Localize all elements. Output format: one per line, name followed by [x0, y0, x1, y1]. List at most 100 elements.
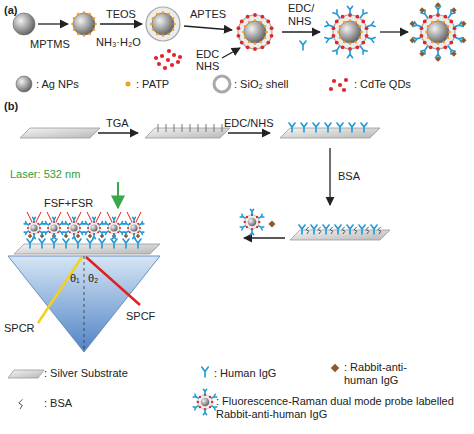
legend-text: : CdTe QDs	[354, 78, 411, 91]
patp-molecule	[349, 19, 352, 22]
bsa-molecule	[354, 227, 357, 234]
igg-antibody	[59, 230, 64, 234]
patp-molecule	[173, 23, 176, 26]
patp-molecule	[448, 31, 451, 34]
step-arrow	[100, 23, 142, 24]
igg-antibody	[99, 222, 104, 226]
patp-molecule	[427, 36, 430, 39]
patp-molecule	[94, 23, 97, 26]
cdte-qd	[429, 45, 433, 49]
patp-molecule	[83, 34, 86, 37]
bsa-molecule	[378, 227, 381, 234]
igg-antibody	[99, 230, 104, 234]
patp-molecule	[172, 28, 175, 31]
patp-molecule	[354, 21, 357, 24]
cdte-qd	[246, 45, 250, 49]
patp-molecule	[254, 42, 257, 45]
cdte-qd	[99, 227, 101, 229]
cdte-qd	[341, 15, 345, 19]
igg-antibody	[258, 224, 264, 229]
ag-nanoparticle	[16, 76, 32, 92]
silica-shell	[333, 15, 367, 49]
text-label: BSA	[338, 170, 360, 183]
text-label: EDC	[196, 48, 219, 61]
tga-layer	[158, 124, 159, 132]
cdte-qd	[178, 55, 182, 59]
igg-antibody	[104, 230, 109, 234]
igg-antibody	[111, 239, 117, 248]
silver-substrate	[280, 128, 380, 138]
cdte-qd	[160, 54, 164, 58]
rabbit-igg	[112, 234, 117, 239]
cdte-qd	[332, 79, 336, 83]
probe-shell	[48, 222, 60, 234]
patp-molecule	[167, 13, 170, 16]
igg-antibody	[73, 217, 76, 221]
silica-shell	[214, 76, 230, 92]
cdte-qd	[341, 45, 345, 49]
cdte-qd	[266, 41, 270, 45]
igg-antibody	[359, 45, 368, 54]
step-arrow	[184, 26, 232, 30]
igg-antibody	[325, 123, 331, 132]
text-label: APTES	[190, 8, 226, 21]
bsa-molecule	[306, 227, 309, 234]
patp-molecule	[425, 31, 428, 34]
patp-molecule	[88, 33, 91, 36]
rabbit-igg	[331, 364, 339, 372]
text-label: EDC/ NHS	[288, 2, 318, 28]
prism	[8, 256, 160, 352]
patp-molecule	[259, 21, 262, 24]
cdte-qd	[199, 396, 201, 398]
text-label: θ₂	[88, 272, 98, 285]
igg-antibody	[53, 217, 56, 221]
normal-line	[84, 256, 85, 350]
cdte-qd	[244, 221, 246, 223]
bsa-molecule	[366, 227, 369, 234]
igg-antibody	[325, 35, 334, 42]
step-arrow	[117, 182, 119, 208]
igg-antibody	[323, 225, 329, 234]
igg-antibody	[347, 50, 352, 58]
igg-antibody	[24, 222, 29, 226]
cdte-qd	[256, 226, 258, 228]
step-arrow	[228, 132, 270, 133]
rabbit-igg	[409, 38, 415, 44]
emission-ray	[96, 212, 101, 222]
text-label: (b)	[4, 100, 18, 113]
igg-antibody	[75, 239, 81, 248]
igg-antibody	[113, 217, 116, 221]
rabbit-igg	[461, 21, 467, 27]
igg-antibody	[123, 239, 129, 248]
probe-shell	[245, 215, 259, 229]
igg-antibody	[366, 35, 375, 42]
patp-molecule	[349, 42, 352, 45]
patp-molecule	[343, 41, 346, 44]
emission-ray	[127, 212, 132, 222]
tga-layer	[198, 124, 199, 132]
silica-shell	[421, 15, 455, 49]
patp-molecule	[431, 41, 434, 44]
cdte-qd	[119, 227, 121, 229]
text-label: NHS	[196, 60, 219, 73]
patp-molecule	[156, 13, 159, 16]
igg-antibody	[113, 235, 116, 239]
text-label: SPCF	[126, 310, 155, 323]
probe-shell	[88, 222, 100, 234]
cdte-qd	[39, 227, 41, 229]
tga-layer	[214, 124, 215, 132]
patp-molecule	[88, 13, 91, 16]
cdte-qd	[154, 56, 158, 60]
cdte-qd	[260, 15, 264, 19]
legend-text: : BSA	[44, 397, 72, 410]
cdte-qd	[260, 45, 264, 49]
patp-molecule	[343, 21, 346, 24]
patp-molecule	[77, 13, 80, 16]
emission-ray	[56, 212, 61, 222]
ag-nanoparticle	[30, 224, 37, 231]
rabbit-igg	[451, 7, 457, 13]
silver-substrate	[20, 128, 100, 138]
igg-antibody	[79, 222, 84, 226]
cdte-qd	[87, 227, 89, 229]
